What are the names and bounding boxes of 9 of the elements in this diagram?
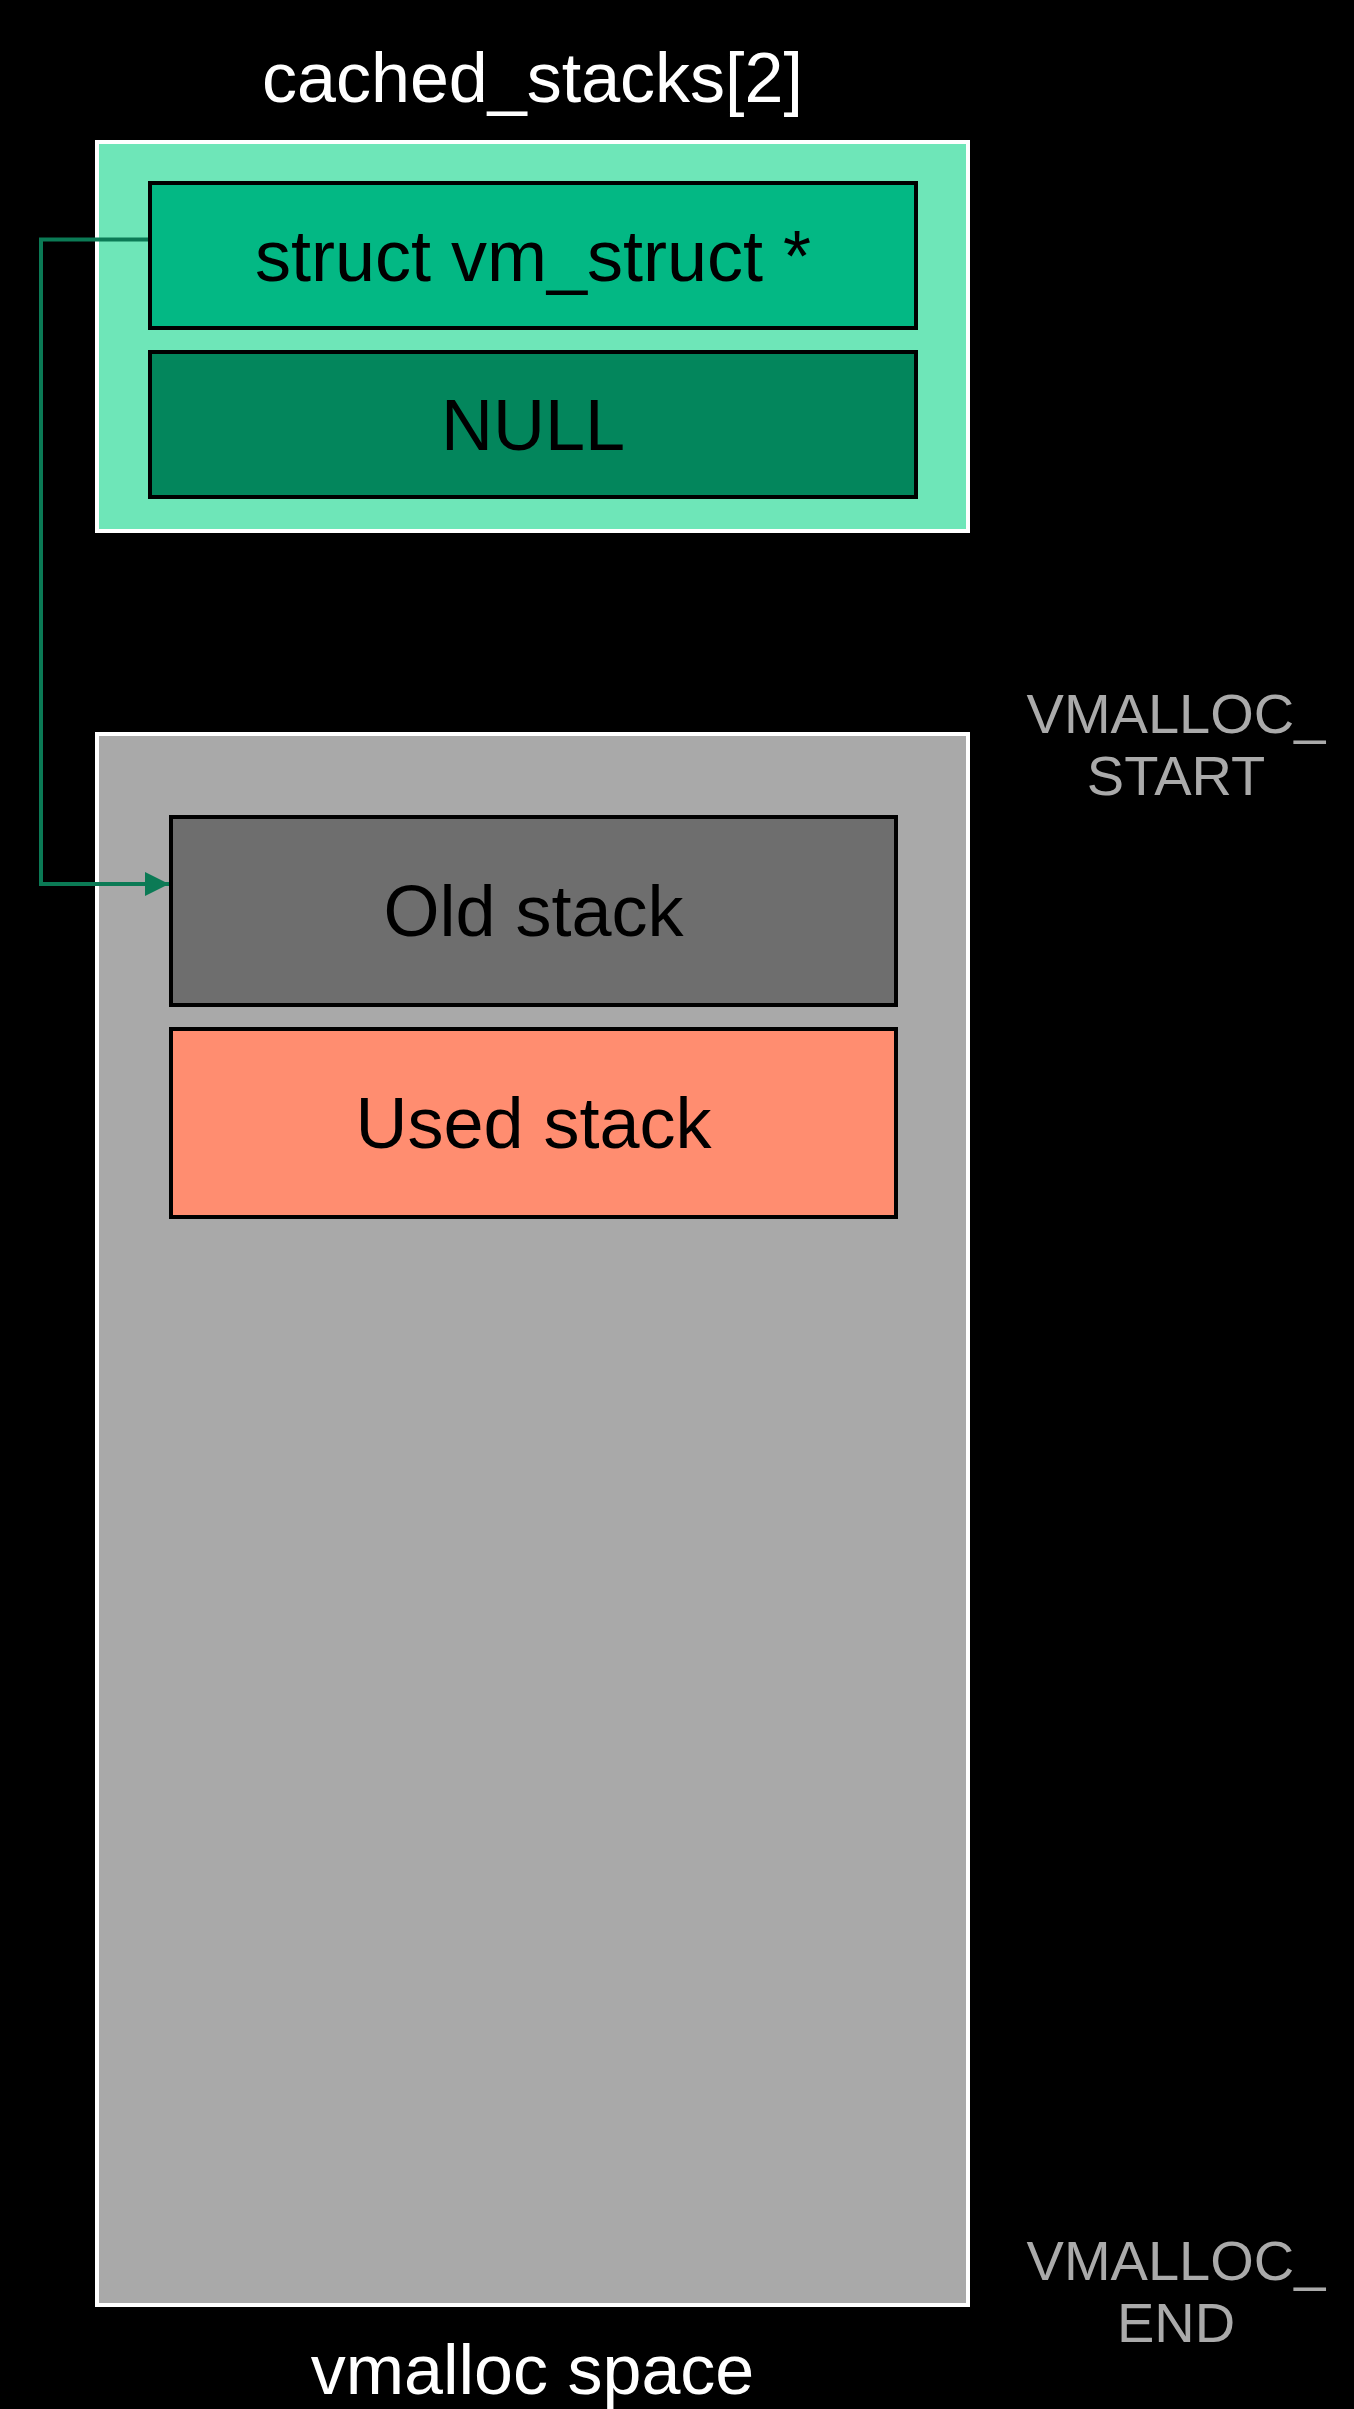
address-label: VMALLOC_ START [1025,683,1327,807]
group-title: vmalloc space [309,2330,756,2409]
address-label: VMALLOC_ END [1025,2230,1327,2354]
memory-block: Old stack [169,815,898,1007]
group-title: cached_stacks[2] [261,38,804,118]
pointer-arrow [39,237,169,896]
memory-block: Used stack [169,1027,898,1219]
memory-block: struct vm_struct * [148,181,918,330]
memory-block: NULL [148,350,918,499]
